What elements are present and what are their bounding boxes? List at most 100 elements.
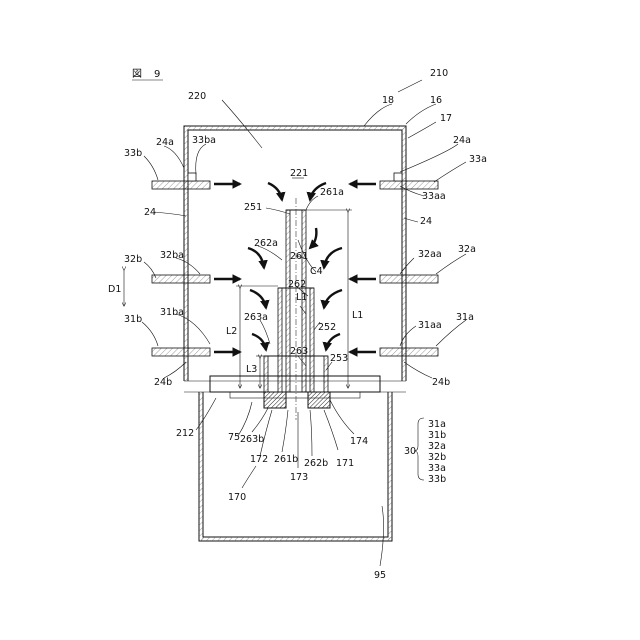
label-l2: L2 [226,326,237,337]
flow-arrow [252,334,266,350]
label-d1: D1 [108,284,121,295]
label-212: 212 [176,428,194,439]
top-wall-hatch [184,126,406,130]
label-173: 173 [290,472,308,483]
label-210: 210 [430,68,448,79]
nozzle-33b [152,181,210,189]
label-24b-right: 24b [432,377,450,388]
flow-arrow [268,183,282,200]
group-30-item: 33b [428,474,446,485]
label-221: 221 [290,168,308,179]
label-32aa: 32aa [418,249,442,260]
nozzle-32a [380,275,438,283]
label-262: 262 [288,279,306,290]
flow-arrow [326,334,340,350]
nozzle-33b-boss [188,173,196,181]
nozzle-32b [152,275,210,283]
dimensions [124,210,352,388]
nozzle-31b [152,348,210,356]
tube-262-right-wall [310,288,314,392]
label-16: 16 [430,95,442,106]
label-263: 263 [290,346,308,357]
label-31ba: 31ba [160,307,184,318]
tube-assembly [264,198,328,420]
label-75: 75 [228,432,240,443]
label-30: 30 [404,446,416,457]
label-262b: 262b [304,458,328,469]
label-220: 220 [188,91,206,102]
plate-75 [230,392,360,398]
nozzle-33a [380,181,438,189]
label-33aa: 33aa [422,191,446,202]
label-253: 253 [330,353,348,364]
label-31b: 31b [124,314,142,325]
label-32a: 32a [458,244,476,255]
base-plate-upper [210,376,380,392]
label-33b: 33b [124,148,142,159]
label-170: 170 [228,492,246,503]
tube-263-left-wall [264,356,268,392]
label-c4: C4 [310,266,323,277]
reference-labels: 210 220 18 16 17 24a 33ba 24a 33b 33a 33… [108,68,487,581]
group-30-item: 31b [428,430,446,441]
heater-block-171 [308,392,330,408]
group-30: 30 31a 31b 32a 32b 33a 33b [404,418,446,485]
flow-arrow [324,290,342,308]
left-wall-hatch [184,126,188,381]
label-17: 17 [440,113,452,124]
label-24-left: 24 [144,207,156,218]
label-l1: L1 [352,310,363,321]
flow-arrow [310,228,316,248]
figure-title: 図 9 [132,68,161,80]
label-251: 251 [244,202,262,213]
label-174: 174 [350,436,368,447]
group-30-item: 33a [428,463,446,474]
label-24b-left: 24b [154,377,172,388]
lower-right-hatch [388,392,392,541]
tube-263-right-wall [324,356,328,392]
flow-arrows [214,183,376,352]
label-252: 252 [318,322,336,333]
flow-arrow [324,248,342,268]
label-261a: 261a [320,187,344,198]
label-261b: 261b [274,454,298,465]
label-172: 172 [250,454,268,465]
base-plate [184,376,406,398]
label-24-right: 24 [420,216,432,227]
label-24a-right: 24a [453,135,471,146]
heater-block-172 [264,392,286,408]
lower-chamber [199,392,392,541]
label-32b: 32b [124,254,142,265]
nozzles [152,173,438,356]
nozzle-31a [380,348,438,356]
lower-left-hatch [199,392,203,541]
label-33a: 33a [469,154,487,165]
label-l1-small: L1 [296,292,307,303]
right-wall-hatch [402,126,406,381]
label-32ba: 32ba [160,250,184,261]
label-262a: 262a [254,238,278,249]
label-263b: 263b [240,434,264,445]
nozzle-33a-boss [394,173,402,181]
label-24a-left: 24a [156,137,174,148]
flow-arrow [248,248,264,268]
label-18: 18 [382,95,394,106]
label-31a: 31a [456,312,474,323]
label-95: 95 [374,570,386,581]
group-30-item: 32a [428,441,446,452]
label-31aa: 31aa [418,320,442,331]
group-30-item: 32b [428,452,446,463]
tube-262-left-wall [278,288,282,392]
label-263a: 263a [244,312,268,323]
lower-bottom-hatch [199,537,392,541]
label-261: 261 [290,251,308,262]
tube-261-left-wall [286,210,290,392]
flow-arrow [250,290,266,308]
lower-chamber-outer [199,392,392,541]
label-171: 171 [336,458,354,469]
label-l3: L3 [246,364,257,375]
label-33ba: 33ba [192,135,216,146]
group-30-item: 31a [428,419,446,430]
